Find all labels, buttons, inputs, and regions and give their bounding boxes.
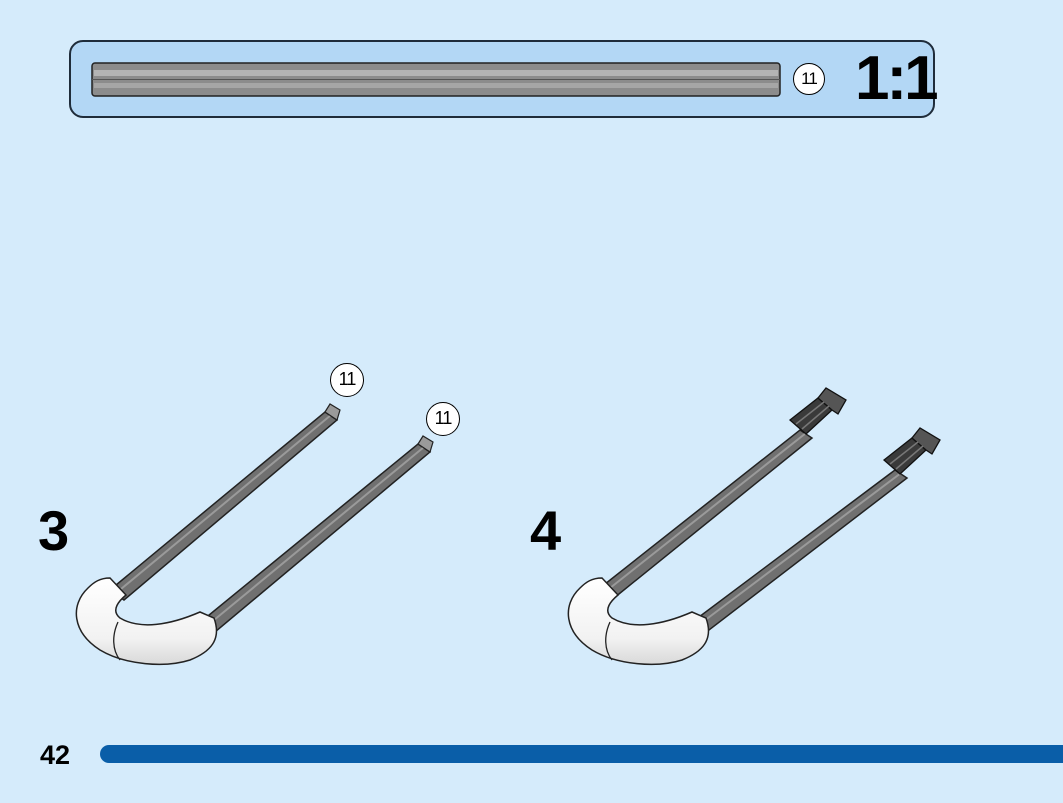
step-3-rod-right (201, 435, 434, 634)
part-callout-circle: 11 (426, 402, 460, 436)
step-number: 4 (530, 499, 562, 562)
step-number: 3 (38, 499, 70, 562)
footer-bar (100, 745, 1063, 763)
scale-label: 1:1 (855, 44, 939, 113)
step-4-u-connector (567, 577, 710, 666)
step-4-end-cap-left (788, 387, 847, 435)
part-number-circle: 11 (793, 63, 825, 95)
part-callout-circle: 11 (330, 363, 364, 397)
step-4-end-cap-right (882, 427, 941, 475)
step-3-u-connector (75, 577, 218, 666)
page-number: 42 (40, 740, 71, 770)
rod-part-icon (91, 62, 781, 97)
step-3-rod-left (108, 403, 341, 601)
